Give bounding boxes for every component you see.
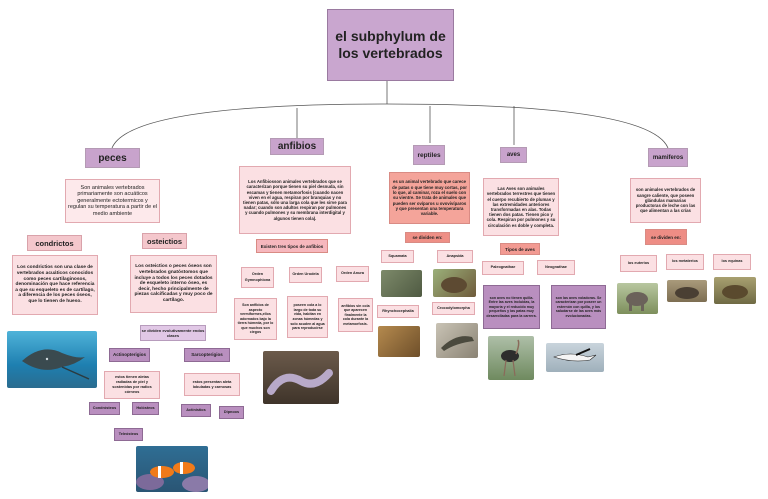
crocodile-image [436, 323, 478, 358]
lizard-image [381, 270, 422, 297]
anura-node: Orden Anura [336, 266, 369, 282]
aves-tipos-note: Tipos de aves [500, 243, 540, 255]
actinopterigios-node: Actinopterigios [109, 348, 150, 362]
anfibios-tipos-note: Existen tres tipos de anfibios [256, 239, 328, 253]
actinopterigios-description: estos tienen aletas radiadas de piel y s… [104, 371, 160, 399]
anapsida-node: Anapsida [437, 250, 473, 263]
paleognathae-description: son aves no tienen quilla. Entre las ave… [483, 285, 540, 329]
teleosteos-node: Teleósteos [114, 428, 143, 441]
mamiferos-divide-note: se dividen en: [645, 229, 687, 245]
neognathae-description: son las aves voladoras. Se caracterizan … [551, 285, 606, 329]
crocodylomorpha-node: Crocodylomorpha [432, 302, 475, 315]
tortoise-image [433, 269, 476, 297]
squamata-node: Squamata [381, 250, 414, 263]
echidna-image [714, 277, 756, 304]
tuatara-image [378, 326, 420, 357]
aves-heading: aves [500, 147, 527, 163]
neognathae-node: Neognathae [537, 260, 575, 275]
wombat-image [667, 280, 707, 302]
euterios-node: los euterios [620, 255, 657, 272]
gymnophiona-node: Orden Gymnophiona [241, 267, 274, 288]
stork-image [546, 343, 604, 372]
osteictios-description: Los osteictios o peces óseos son vertebr… [130, 255, 217, 313]
anfibios-heading: anfibios [270, 138, 324, 155]
peces-heading: peces [85, 148, 140, 168]
dipnoos-node: Dipnoos [219, 406, 244, 419]
diagram-title: el subphylum de los vertebrados [327, 9, 454, 81]
gymnophiona-description: Son anfibios de aspecto vermiformes,ello… [234, 298, 277, 340]
mamiferos-description: son animales vertebrados de sangre calie… [630, 178, 701, 223]
clownfish-image [136, 446, 208, 492]
aves-description: Las Aves son animales vertebrados terres… [483, 178, 559, 236]
condrictos-heading: condrictos [27, 235, 82, 251]
caecilian-image [263, 351, 339, 404]
equinas-node: los equinas [713, 254, 751, 270]
paleognathae-node: Paleognathae [482, 261, 524, 275]
sarcopterigios-description: estos presentan aleta lobuladas y carnos… [184, 373, 240, 396]
metaterios-node: los metaterios [666, 254, 704, 270]
anura-description: anfibios sin cola que aparecen finalment… [338, 298, 373, 332]
peces-description: Son animales vertebrados primariamente s… [65, 179, 160, 223]
urodela-node: Orden Urodela [289, 267, 322, 283]
rhynchocephalia-node: Rhynchocephalia [377, 305, 419, 318]
osteictios-divide-note: se dividen evolutivamente endos clases [140, 325, 206, 341]
condrosteos-node: Condrósteos [89, 402, 120, 415]
anfibios-description: Los Anfibiosson animales vertebrados que… [239, 166, 351, 234]
urodela-description: poseen cola a lo largo de toda su vida, … [287, 296, 328, 338]
mamiferos-heading: mamiferos [648, 148, 688, 167]
condrictos-description: Los condrictios son una clase de vertebr… [12, 255, 98, 315]
holosteos-node: Holósteos [132, 402, 159, 415]
reptiles-divide-note: se dividen en: [405, 232, 450, 243]
reptiles-description: es un animal vertebrado que carece de pa… [389, 172, 470, 224]
sarcopterigios-node: Sarcopterigios [184, 348, 230, 362]
osteictios-heading: osteictios [142, 233, 187, 249]
actinistios-node: Actinistios [181, 404, 211, 417]
elephant-image [617, 283, 658, 314]
ostrich-image [488, 336, 534, 380]
reptiles-heading: reptiles [413, 145, 445, 165]
stingray-image [7, 331, 97, 388]
